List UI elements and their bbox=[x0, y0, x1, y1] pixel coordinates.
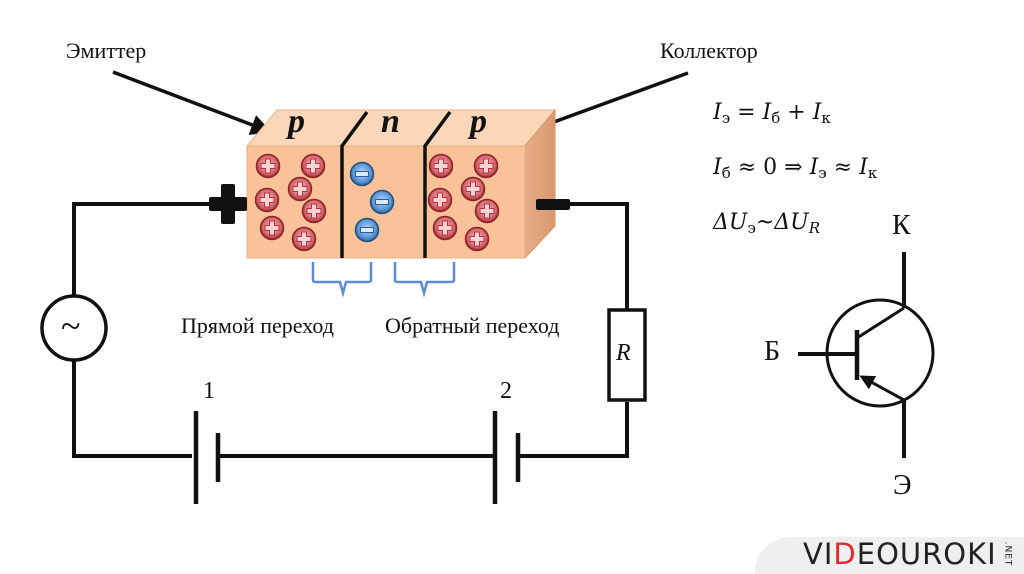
region-n: n bbox=[381, 103, 400, 140]
region-p-left: p bbox=[288, 103, 305, 140]
formula-operator: + bbox=[780, 100, 813, 125]
transistor-emitter-label: Э bbox=[893, 470, 912, 501]
formula-symbol: I bbox=[762, 100, 772, 125]
plus-sign-icon bbox=[260, 158, 276, 174]
plus-sign-icon bbox=[465, 181, 481, 197]
battery-1 bbox=[193, 411, 221, 504]
formula-operator: ~ bbox=[755, 210, 775, 235]
emitter-arrow bbox=[112, 70, 272, 135]
hole-carrier bbox=[464, 226, 490, 252]
minus-sign-icon bbox=[360, 227, 374, 233]
formula-subscript: к bbox=[867, 164, 878, 182]
plus-sign-icon bbox=[469, 231, 485, 247]
hole-carrier bbox=[432, 215, 458, 241]
hole-carrier bbox=[255, 153, 281, 179]
plus-sign-icon bbox=[437, 220, 453, 236]
formula-operator: ≈ 0 ⇒ bbox=[730, 155, 810, 180]
junction-line-1 bbox=[340, 110, 369, 258]
plus-sign-icon bbox=[292, 181, 308, 197]
junction-brackets bbox=[311, 262, 456, 298]
formula-subscript: э bbox=[747, 219, 756, 237]
formula-subscript: R bbox=[808, 219, 821, 237]
formula-symbol: I bbox=[809, 155, 819, 180]
plus-sign-icon bbox=[305, 158, 321, 174]
electron-carrier bbox=[354, 217, 380, 243]
formula-symbol: I bbox=[859, 155, 868, 180]
formula-subscript: к bbox=[821, 109, 831, 127]
electron-carrier bbox=[349, 161, 375, 187]
ac-source-symbol: ~ bbox=[61, 306, 81, 346]
plus-sign-icon bbox=[479, 203, 495, 219]
battery-2 bbox=[492, 411, 521, 504]
hole-carrier bbox=[301, 198, 327, 224]
emitter-label: Эмиттер bbox=[66, 38, 147, 63]
electron-carrier bbox=[369, 189, 395, 215]
plus-sign-icon bbox=[432, 192, 448, 208]
formula-operator: ≈ bbox=[826, 155, 860, 180]
plus-sign-icon bbox=[296, 231, 312, 247]
junction-line-2 bbox=[423, 110, 452, 258]
hole-carrier bbox=[291, 226, 317, 252]
collector-arrow bbox=[528, 71, 689, 135]
watermark-band bbox=[755, 537, 1024, 574]
resistor bbox=[607, 308, 647, 402]
plus-sign-icon bbox=[478, 158, 494, 174]
hole-carrier bbox=[287, 176, 313, 202]
plus-sign-icon bbox=[433, 158, 449, 174]
resistor-label: R bbox=[616, 340, 631, 366]
hole-carrier bbox=[474, 198, 500, 224]
ac-source bbox=[40, 294, 108, 362]
plus-sign-icon bbox=[259, 192, 275, 208]
plus-sign-icon bbox=[264, 220, 280, 236]
minus-sign-icon bbox=[355, 171, 369, 177]
reverse-junction-label: Обратный переход bbox=[385, 313, 560, 338]
logo-suffix: .NET bbox=[1002, 541, 1013, 567]
transistor-symbol bbox=[798, 252, 935, 458]
formula-symbol: ΔU bbox=[713, 210, 748, 235]
circuit-wires bbox=[72, 202, 629, 458]
formula-current-sum: Iэ = Iб + Iк bbox=[713, 100, 831, 127]
formula-subscript: э bbox=[721, 109, 731, 127]
hole-carrier bbox=[259, 215, 285, 241]
hole-carrier bbox=[254, 187, 280, 213]
transistor-base-label: Б bbox=[764, 336, 781, 367]
logo-text: EOUROKI bbox=[856, 537, 997, 571]
hole-carrier bbox=[300, 153, 326, 179]
formula-symbol: ΔU bbox=[774, 210, 809, 235]
formula-base-current-approx: Iб ≈ 0 ⇒ Iэ ≈ Iк bbox=[713, 155, 877, 182]
hole-carrier bbox=[460, 176, 486, 202]
hole-carrier bbox=[428, 153, 454, 179]
battery-2-label: 2 bbox=[500, 378, 512, 404]
logo-play-d: D bbox=[833, 537, 857, 571]
minus-sign-icon bbox=[375, 199, 389, 205]
formula-subscript: э bbox=[818, 164, 827, 182]
formula-voltage-relation: ΔUэ~ΔUR bbox=[713, 210, 820, 237]
formula-operator: = bbox=[730, 100, 763, 125]
plus-sign-icon bbox=[306, 203, 322, 219]
hole-carrier bbox=[473, 153, 499, 179]
transistor-collector-label: К bbox=[892, 210, 911, 241]
formula-subscript: б bbox=[721, 164, 731, 182]
forward-junction-label: Прямой переход bbox=[181, 313, 334, 338]
formula-symbol: I bbox=[812, 100, 822, 125]
collector-label: Коллектор bbox=[660, 38, 758, 63]
watermark-logo: VIDEOUROKI .NET bbox=[803, 537, 1019, 571]
hole-carrier bbox=[427, 187, 453, 213]
logo-text: VI bbox=[803, 537, 834, 571]
minus-terminal bbox=[536, 199, 570, 210]
region-p-right: p bbox=[470, 103, 487, 140]
plus-terminal bbox=[209, 184, 247, 224]
formula-symbol: I bbox=[713, 100, 722, 125]
formula-symbol: I bbox=[713, 155, 722, 180]
formula-subscript: б bbox=[771, 109, 781, 127]
battery-1-label: 1 bbox=[203, 378, 215, 404]
